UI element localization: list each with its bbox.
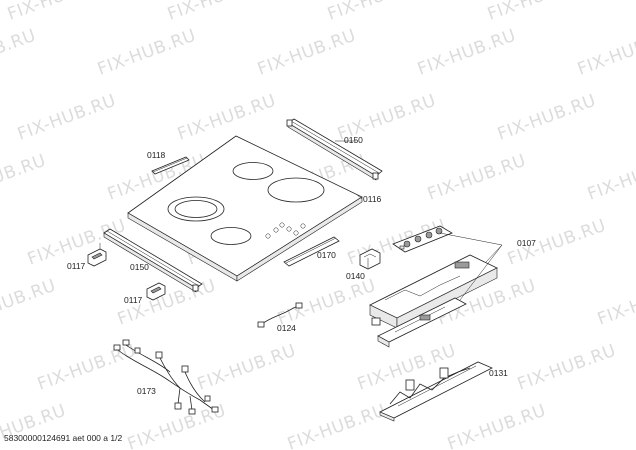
watermark-text: FIX-HUB.RU xyxy=(0,151,49,205)
watermark-text: FIX-HUB.RU xyxy=(35,341,139,395)
watermark-text: FIX-HUB.RU xyxy=(175,91,279,145)
cable-0124[interactable] xyxy=(257,302,303,328)
clip-0117-a[interactable] xyxy=(87,243,107,267)
label-0116: 0116 xyxy=(363,194,382,204)
base-tray-0131[interactable] xyxy=(379,361,493,422)
watermark-text: FIX-HUB.RU xyxy=(95,26,199,80)
watermark-text: FIX-HUB.RU xyxy=(5,0,109,25)
watermark-text: FIX-HUB.RU xyxy=(275,276,379,330)
label-0140: 0140 xyxy=(346,271,365,281)
watermark-text: FIX-HUB.RU xyxy=(515,341,619,395)
watermark-text: FIX-HUB.RU xyxy=(165,0,269,25)
watermark-text: FIX-HUB.RU xyxy=(285,401,389,450)
holder-0140[interactable] xyxy=(359,248,381,270)
label-0170: 0170 xyxy=(317,250,336,260)
hob-glass-top[interactable] xyxy=(127,135,363,282)
label-0150-bottom: 0150 xyxy=(130,262,149,272)
label-0124: 0124 xyxy=(277,323,296,333)
label-0117-a: 0117 xyxy=(67,261,86,271)
label-0150-top: 0150 xyxy=(344,135,363,145)
strip-0118[interactable] xyxy=(151,156,190,175)
watermark-text: FIX-HUB.RU xyxy=(445,401,549,450)
strip-0170[interactable] xyxy=(283,236,340,267)
label-0118: 0118 xyxy=(147,150,166,160)
label-0173: 0173 xyxy=(137,386,156,396)
watermark-text: FIX-HUB.RU xyxy=(195,341,299,395)
wiring-harness-0173[interactable] xyxy=(113,339,219,415)
profile-0150-top[interactable] xyxy=(286,118,383,181)
leader-lines xyxy=(335,140,503,301)
watermark-text: FIX-HUB.RU xyxy=(0,276,59,330)
electronics-module-0107[interactable] xyxy=(369,225,498,348)
watermark-text: FIX-HUB.RU xyxy=(255,26,359,80)
label-0107: 0107 xyxy=(517,238,536,248)
watermark-text: FIX-HUB.RU xyxy=(485,0,589,25)
watermark-text: FIX-HUB.RU xyxy=(425,151,529,205)
document-code: 58300000124691 aet 000 a 1/2 xyxy=(4,433,122,443)
clip-0117-b[interactable] xyxy=(146,282,166,301)
watermark-text: FIX-HUB.RU xyxy=(0,26,39,80)
label-0117-b: 0117 xyxy=(124,295,143,305)
watermark-text: FIX-HUB.RU xyxy=(585,151,636,205)
watermark-text: FIX-HUB.RU xyxy=(15,91,119,145)
label-0131: 0131 xyxy=(489,368,508,378)
part-labels: 0118 0150 0116 0107 0117 0150 0170 0140 … xyxy=(67,135,536,396)
watermark-text: FIX-HUB.RU xyxy=(575,26,636,80)
watermark-text: FIX-HUB.RU xyxy=(415,26,519,80)
watermark-text: FIX-HUB.RU xyxy=(325,0,429,25)
profile-0150-bottom[interactable] xyxy=(103,228,203,293)
watermark-text: FIX-HUB.RU xyxy=(595,276,636,330)
watermark-text: FIX-HUB.RU xyxy=(495,91,599,145)
